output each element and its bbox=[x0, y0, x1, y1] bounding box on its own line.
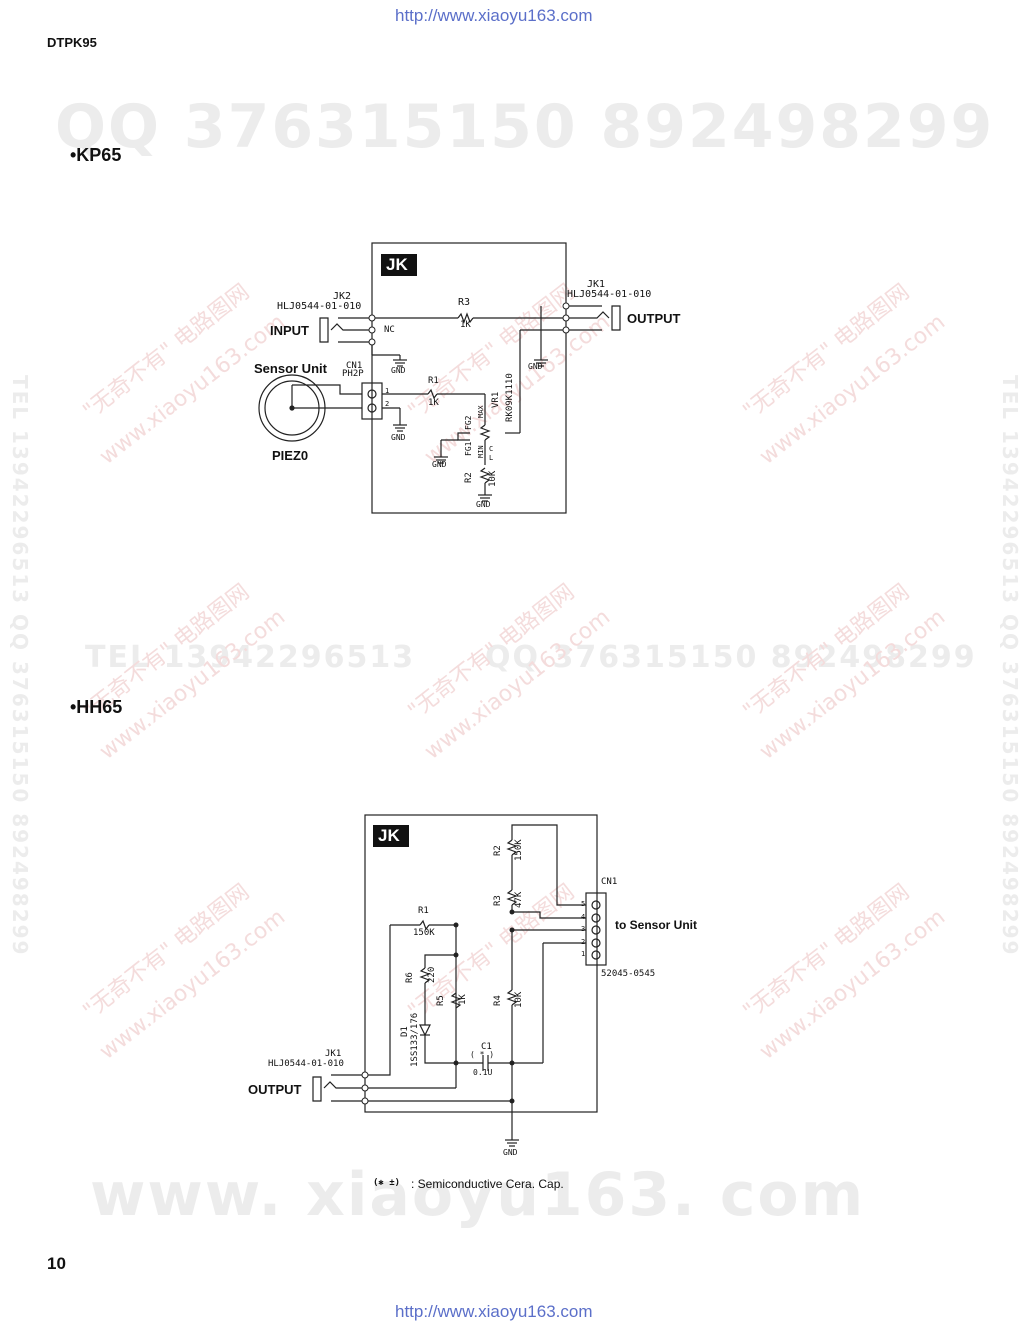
footnote-text: : Semiconductive Cera. Cap. bbox=[411, 1177, 564, 1191]
kp65-r2-value: 10K bbox=[488, 470, 498, 487]
kp65-r3-ref: R3 bbox=[458, 297, 471, 308]
hh65-r4-value: 10K bbox=[514, 991, 524, 1008]
hh65-c1-ref: C1 bbox=[481, 1042, 492, 1052]
kp65-r3-value: 1K bbox=[460, 320, 471, 330]
kp65-vr1-c: C bbox=[489, 445, 494, 453]
kp65-gnd-label: GND bbox=[391, 433, 406, 442]
bottom-url-link[interactable]: http://www.xiaoyu163.com bbox=[395, 1302, 593, 1321]
watermark-diag: "无奇不有" 电路图网 bbox=[403, 879, 580, 1025]
hh65-jk1-ref: JK1 bbox=[325, 1049, 342, 1059]
kp65-jk1-ref: JK1 bbox=[587, 279, 606, 290]
hh65-cn1-pin: 5 bbox=[581, 900, 586, 908]
footnote-symbol: (✱ ±) bbox=[373, 1178, 401, 1188]
top-url-link[interactable]: http://www.xiaoyu163.com bbox=[395, 6, 593, 25]
hh65-title: •HH65 bbox=[70, 697, 123, 717]
kp65-fg2-label: FG2 bbox=[464, 415, 473, 430]
hh65-r5-ref: R5 bbox=[436, 995, 446, 1006]
hh65-cn1-ref: CN1 bbox=[601, 877, 618, 887]
kp65-gnd-label: GND bbox=[476, 500, 491, 509]
hh65-d1-part: 1SS133/176 bbox=[410, 1012, 420, 1067]
watermark-tel: TEL 13942296513 bbox=[85, 640, 416, 675]
watermark-www: www. xiaoyu163. com bbox=[90, 1160, 866, 1230]
hh65-gnd-label: GND bbox=[503, 1148, 518, 1157]
kp65-vr1-max: MAX bbox=[477, 405, 485, 418]
hh65-r2-value: 150K bbox=[514, 839, 524, 861]
kp65-jk1-part: HLJ0544-01-010 bbox=[567, 289, 652, 300]
kp65-vr1-min: MIN bbox=[477, 445, 485, 458]
kp65-vr1-l: L bbox=[489, 454, 494, 462]
kp65-r1-value: 1K bbox=[428, 398, 439, 408]
kp65-jk2-part: HLJ0544-01-010 bbox=[277, 301, 362, 312]
hh65-r1-value: 150K bbox=[413, 928, 435, 938]
kp65-cn1-pin1: 1 bbox=[385, 387, 390, 395]
kp65-cn1-part: PH2P bbox=[342, 369, 364, 379]
kp65-nc-label: NC bbox=[384, 325, 395, 335]
watermark-side-right: TEL 13942296513 QQ 376315150 892498299 bbox=[998, 375, 1020, 957]
hh65-r1-ref: R1 bbox=[418, 906, 429, 916]
kp65-output-label: OUTPUT bbox=[627, 311, 681, 326]
hh65-r6-value: 220 bbox=[427, 966, 437, 983]
kp65-fg1-label: FG1 bbox=[464, 441, 473, 456]
kp65-cn1-pin2: 2 bbox=[385, 400, 390, 408]
hh65-cn1-pin: 3 bbox=[581, 925, 586, 933]
kp65-gnd-label: GND bbox=[391, 366, 406, 375]
hh65-c1-mark: ( * ) bbox=[470, 1050, 495, 1059]
kp65-input-label: INPUT bbox=[270, 323, 309, 338]
hh65-r2-ref: R2 bbox=[493, 845, 503, 856]
kp65-gnd-label: GND bbox=[432, 460, 447, 469]
hh65-cn1-pin: 2 bbox=[581, 938, 586, 946]
kp65-r1-ref: R1 bbox=[428, 376, 439, 386]
kp65-piezo-label: PIEZ0 bbox=[272, 448, 309, 463]
hh65-r3-ref: R3 bbox=[493, 895, 503, 906]
page-number: 10 bbox=[47, 1254, 66, 1273]
kp65-r2-ref: R2 bbox=[464, 472, 474, 483]
hh65-cn1-pin: 1 bbox=[581, 950, 586, 958]
hh65-d1-ref: D1 bbox=[400, 1026, 410, 1037]
watermark-qq-mid: QQ 376315150 892498299 bbox=[485, 640, 977, 675]
kp65-vr1-part: RK09K1110 bbox=[505, 373, 515, 422]
hh65-to-sensor-label: to Sensor Unit bbox=[615, 918, 698, 932]
model-header: DTPK95 bbox=[47, 35, 97, 50]
hh65-c1-value: 0.1U bbox=[473, 1068, 493, 1077]
kp65-jk2-ref: JK2 bbox=[333, 291, 352, 302]
kp65-title: •KP65 bbox=[70, 145, 122, 165]
kp65-sensor-unit-label: Sensor Unit bbox=[254, 361, 327, 376]
watermark-side-left: TEL 13942296513 QQ 376315150 892498299 bbox=[8, 375, 32, 957]
hh65-jk-label: JK bbox=[378, 826, 400, 845]
kp65-cn1-ref: CN1 bbox=[346, 361, 363, 371]
hh65-jk1-part: HLJ0544-01-010 bbox=[268, 1059, 344, 1069]
hh65-cn1-part: 52045-0545 bbox=[601, 969, 656, 979]
hh65-output-label: OUTPUT bbox=[248, 1082, 302, 1097]
hh65-r4-ref: R4 bbox=[493, 995, 503, 1006]
kp65-gnd-label: GND bbox=[528, 362, 543, 371]
hh65-r6-ref: R6 bbox=[405, 972, 415, 983]
hh65-r5-value: 1K bbox=[458, 994, 468, 1005]
kp65-vr1-ref: VR1 bbox=[491, 391, 501, 408]
kp65-jk-label: JK bbox=[386, 255, 408, 274]
hh65-r3-value: 47K bbox=[514, 891, 524, 908]
hh65-cn1-pin: 4 bbox=[581, 913, 586, 921]
watermark-qq: QQ 376315150 892498299 bbox=[55, 92, 995, 162]
